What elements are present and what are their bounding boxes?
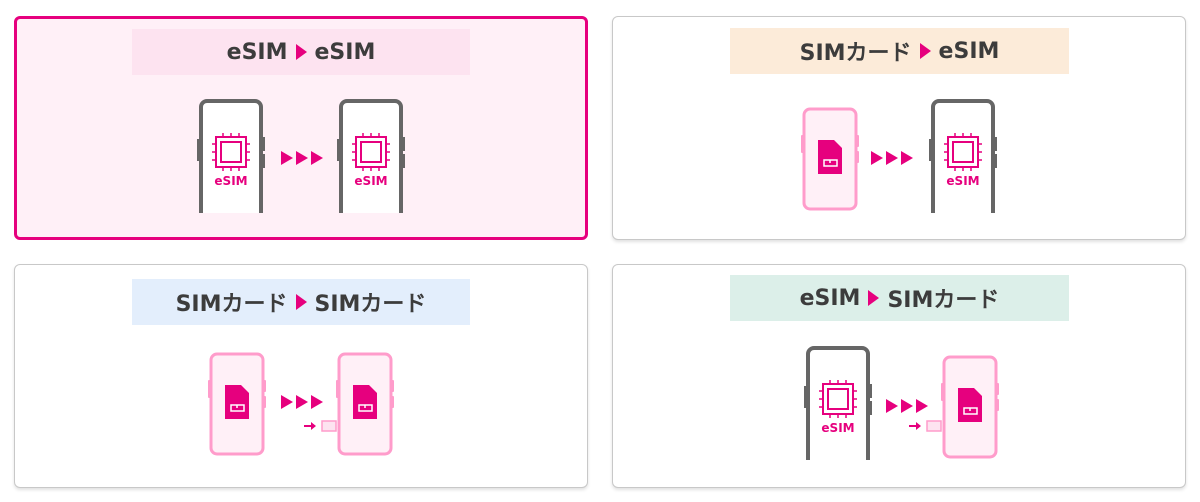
to-label: SIMカード bbox=[887, 288, 1000, 313]
triple-arrow-icon bbox=[281, 150, 323, 165]
esim-phone-icon: eSIM bbox=[195, 99, 267, 213]
arrow-right-icon bbox=[919, 43, 931, 59]
to-label: eSIM bbox=[314, 39, 376, 65]
sim-tray-insert-icon bbox=[909, 418, 943, 432]
esim-phone-icon: eSIM bbox=[335, 99, 407, 213]
esim-phone-icon: eSIM bbox=[802, 346, 874, 460]
svg-text:eSIM: eSIM bbox=[821, 421, 854, 435]
from-label: eSIM bbox=[799, 285, 861, 311]
card-title: eSIM eSIM bbox=[132, 29, 470, 75]
triple-arrow-icon bbox=[281, 394, 323, 409]
triple-arrow-icon bbox=[886, 398, 928, 413]
from-label: SIMカード bbox=[175, 292, 288, 317]
arrow-right-icon bbox=[295, 294, 307, 310]
sim-card-phone-icon bbox=[941, 355, 999, 459]
svg-text:eSIM: eSIM bbox=[354, 174, 387, 188]
card-title: eSIM SIMカード bbox=[730, 275, 1069, 321]
sim-card-phone-icon bbox=[208, 352, 266, 456]
from-label: eSIM bbox=[226, 39, 288, 65]
to-label: eSIM bbox=[938, 38, 1000, 64]
sim-tray-insert-icon bbox=[304, 418, 338, 432]
sim-card-phone-icon bbox=[801, 107, 859, 211]
card-title: SIMカード SIMカード bbox=[132, 279, 470, 325]
arrow-right-icon bbox=[295, 44, 307, 60]
to-label: SIMカード bbox=[314, 292, 427, 317]
triple-arrow-icon bbox=[871, 150, 913, 165]
svg-text:eSIM: eSIM bbox=[946, 174, 979, 188]
from-label: SIMカード bbox=[799, 41, 912, 66]
arrow-right-icon bbox=[868, 290, 880, 306]
svg-text:eSIM: eSIM bbox=[214, 174, 247, 188]
esim-phone-icon: eSIM bbox=[927, 99, 999, 213]
sim-card-phone-icon bbox=[336, 352, 394, 456]
card-title: SIMカード eSIM bbox=[730, 28, 1069, 74]
